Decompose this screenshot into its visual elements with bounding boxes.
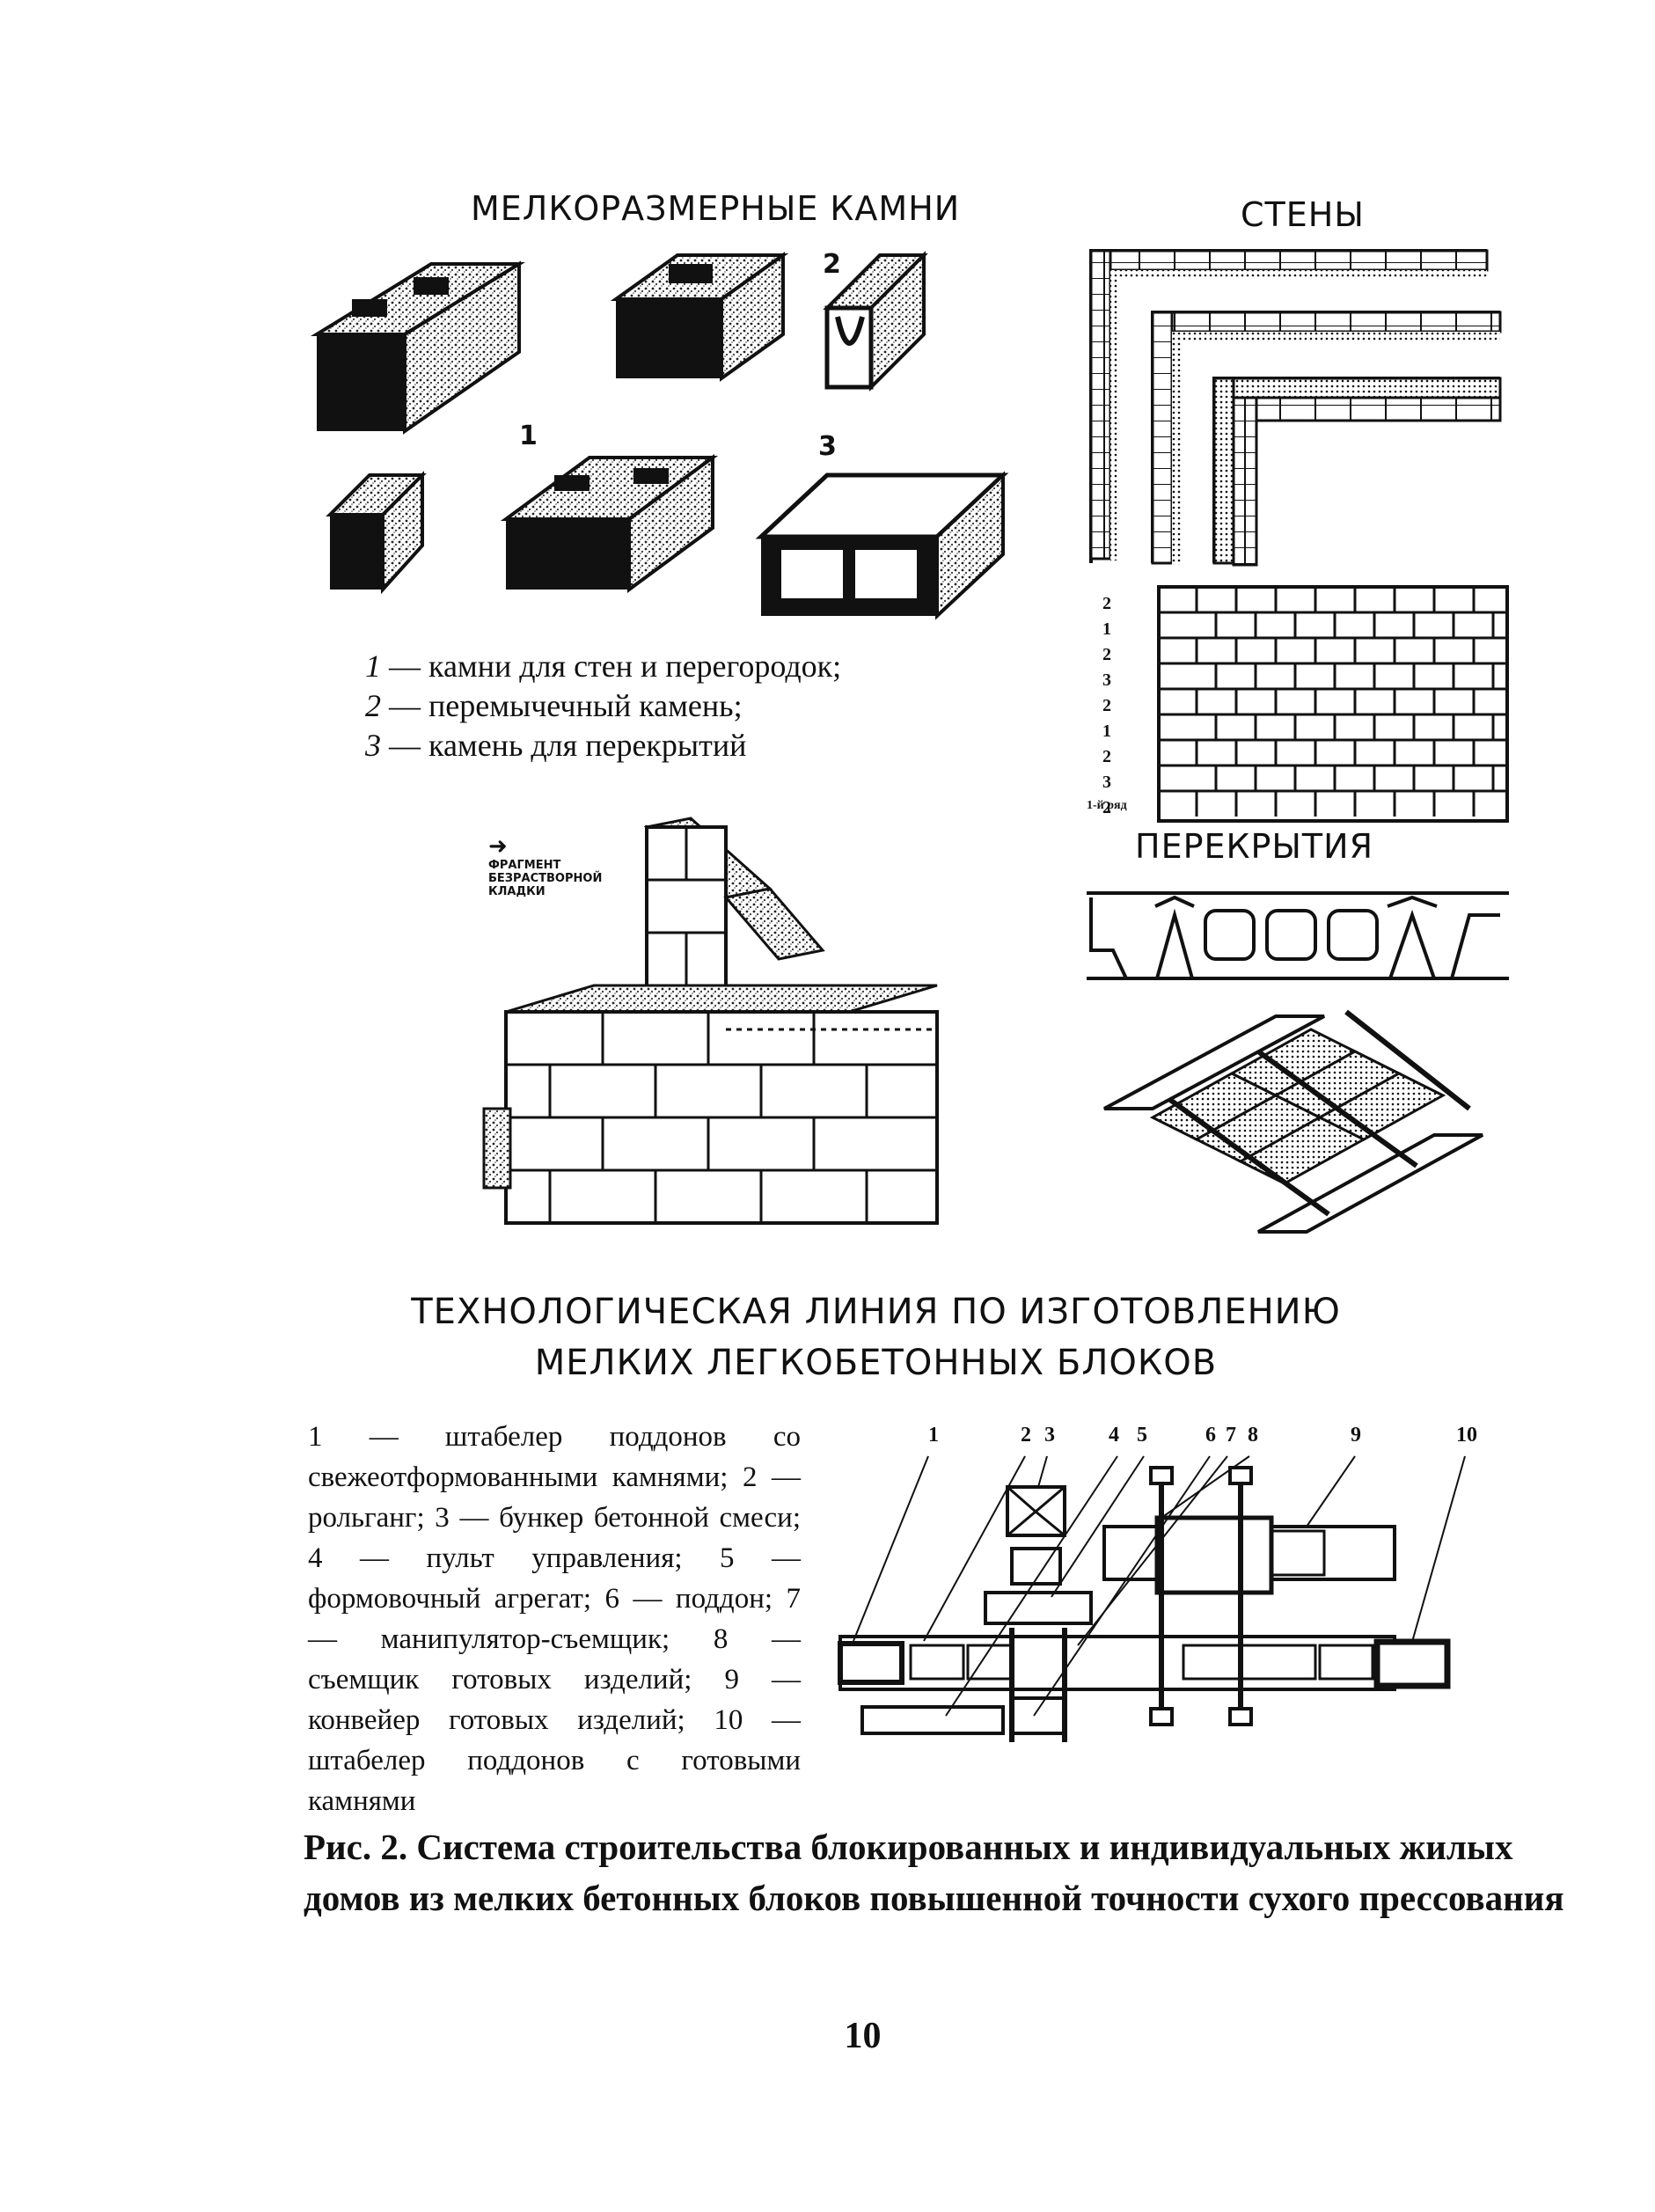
row-labels: 2 1 2 3 2 1 2 3 2 [1102,594,1111,817]
line-number: 2 [1021,1424,1031,1447]
stone-number-3: 3 [818,431,837,462]
walls-heading: СТЕНЫ [1241,195,1365,234]
row-label-caption: 1-й ряд [1087,799,1127,812]
tech-line-legend: 1 — штабелер поддонов со свежеотформован… [308,1421,801,1817]
legend-item: 1 — камни для стен и перегородок; [365,648,842,684]
walls-corner-plans [1089,249,1502,567]
stone-number-2: 2 [823,249,841,280]
line-number: 8 [1248,1424,1258,1447]
floor-stone [755,471,1009,620]
lintel-stone [823,251,928,392]
line-number: 10 [1456,1424,1477,1447]
line-number: 3 [1044,1424,1055,1447]
stones-heading: МЕЛКОРАЗМЕРНЫЕ КАМНИ [471,189,961,228]
floors-heading: ПЕРЕКРЫТИЯ [1135,827,1373,866]
stones-legend: 1 — камни для стен и перегородок; 2 — пе… [365,647,841,765]
line-number: 5 [1137,1424,1147,1447]
wall-stone-large [310,260,526,435]
line-number: 1 [928,1424,939,1447]
partition-stone [326,471,427,595]
line-number: 4 [1109,1424,1119,1447]
floor-slab-section [1087,891,1509,980]
arrow-icon: ➜ [488,833,508,860]
small-stones-illustration [310,251,1009,620]
wall-stone-medium [610,252,789,382]
wall-brick-elevation [1157,585,1509,823]
dry-masonry-fragment [482,817,939,1225]
floor-isometric [1103,1009,1483,1234]
stone-number-1: 1 [519,421,538,451]
line-number: 7 [1226,1424,1236,1447]
legend-item: 2 — перемычечный камень; [365,688,743,723]
masonry-note: ➜ ФРАГМЕНТ БЕЗРАСТВОРНОЙ КЛАДКИ [488,833,603,898]
tech-line-heading: ТЕХНОЛОГИЧЕСКАЯ ЛИНИЯ ПО ИЗГОТОВЛЕНИЮ МЕ… [411,1292,1341,1383]
production-line-schematic [838,1455,1466,1742]
line-number: 9 [1351,1424,1361,1447]
figure-caption: Рис. 2. Система строительства блокирован… [304,1827,1564,1918]
legend-item: 3 — камень для перекрытий [365,728,747,763]
page-number: 10 [844,2016,882,2056]
wall-stone-long [500,454,719,593]
line-number: 6 [1205,1424,1216,1447]
